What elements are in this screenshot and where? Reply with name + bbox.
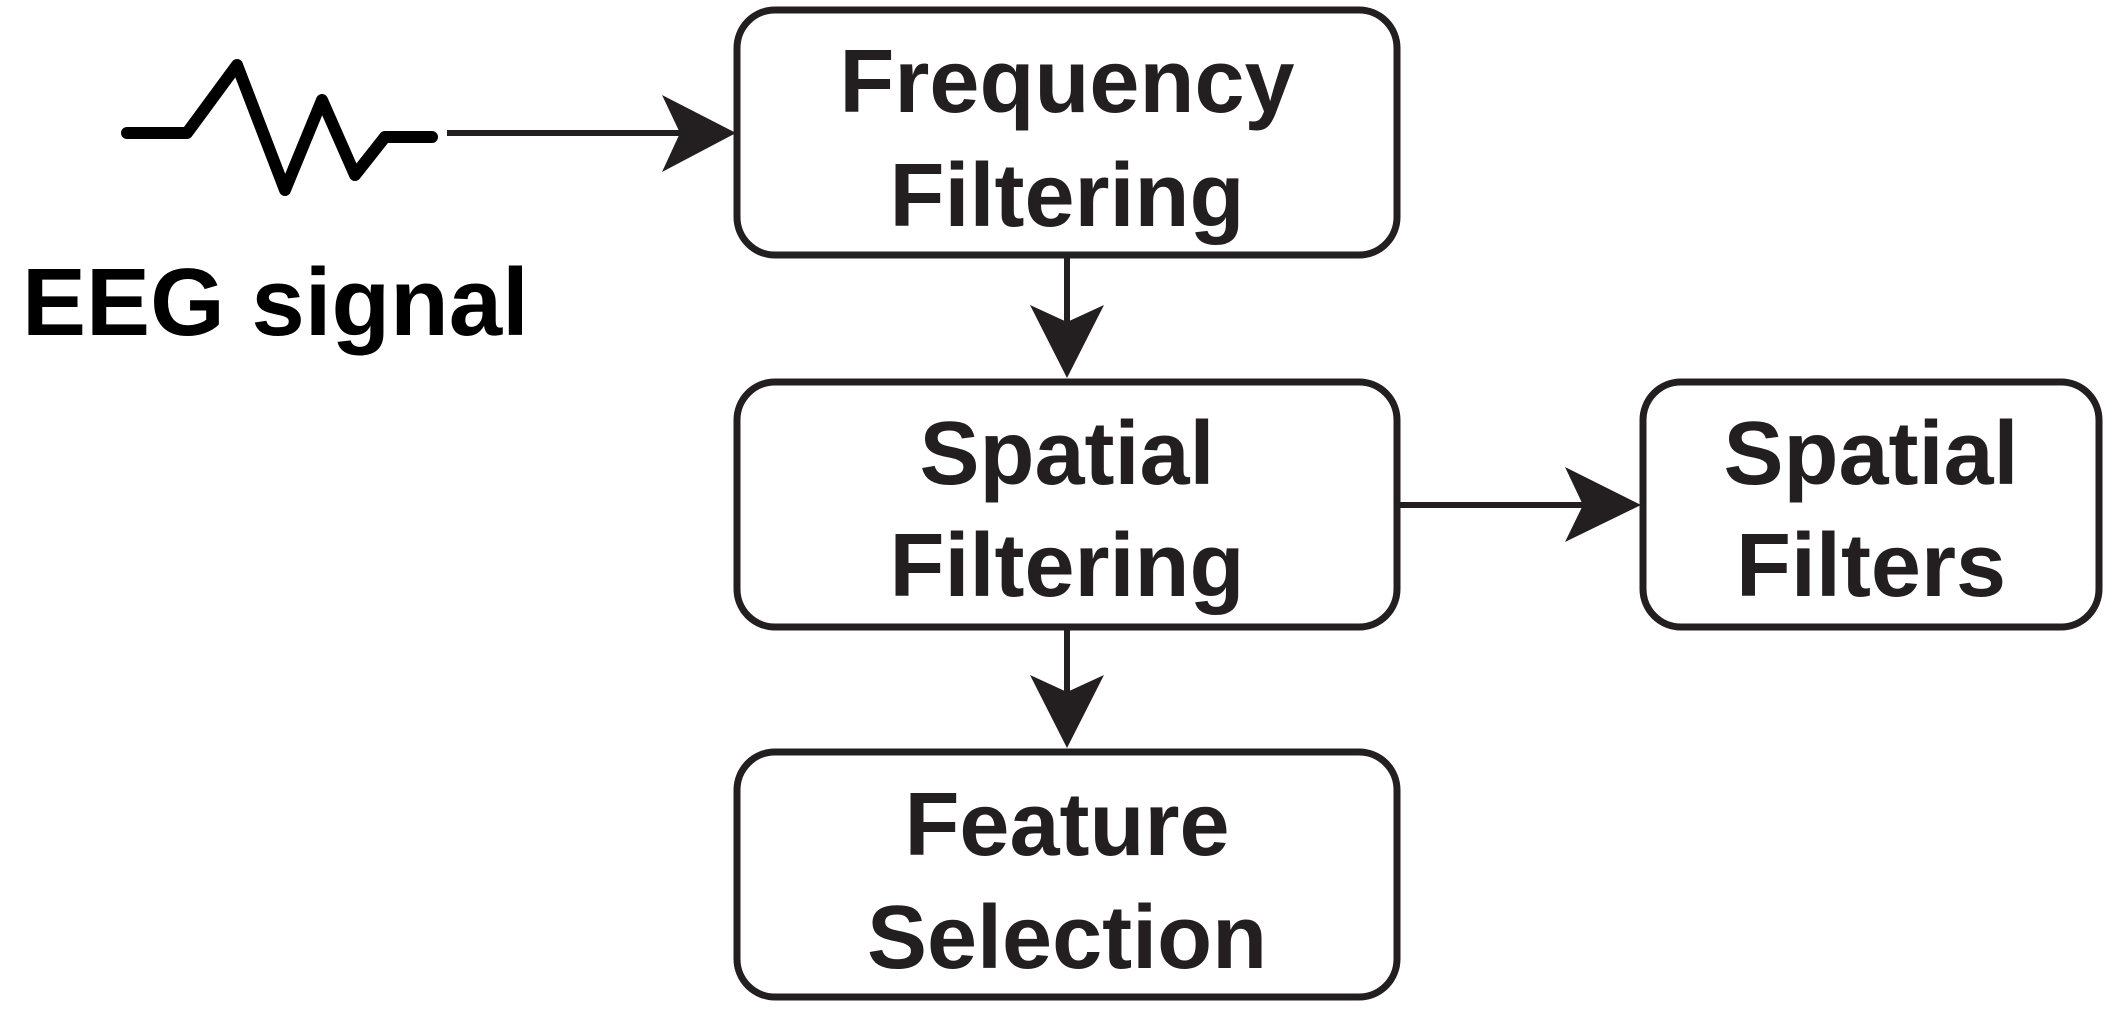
node-frequency-filtering-line2: Filtering [890,146,1245,246]
node-spatial-filtering-line1: Spatial [919,404,1214,504]
node-spatial-filtering: Spatial Filtering [733,378,1401,631]
node-spatial-filters-line1: Spatial [1723,404,2018,504]
arrow-spatial-to-feature [1030,630,1104,748]
node-frequency-filtering-line1: Frequency [839,32,1294,132]
arrow-frequency-to-spatial [1030,258,1104,378]
node-spatial-filters-line2: Filters [1736,516,2006,616]
node-feature-selection: Feature Selection [733,748,1401,1001]
node-frequency-filtering: Frequency Filtering [733,6,1401,259]
eeg-signal-label: EEG signal [22,249,529,356]
arrow-signal-to-frequency [447,95,736,172]
node-feature-selection-line2: Selection [867,888,1267,988]
waveform-icon [121,59,438,196]
node-spatial-filtering-line2: Filtering [890,516,1245,616]
node-spatial-filters: Spatial Filters [1639,378,2103,631]
node-feature-selection-line1: Feature [904,775,1229,875]
arrow-spatial-to-filters [1400,467,1641,542]
